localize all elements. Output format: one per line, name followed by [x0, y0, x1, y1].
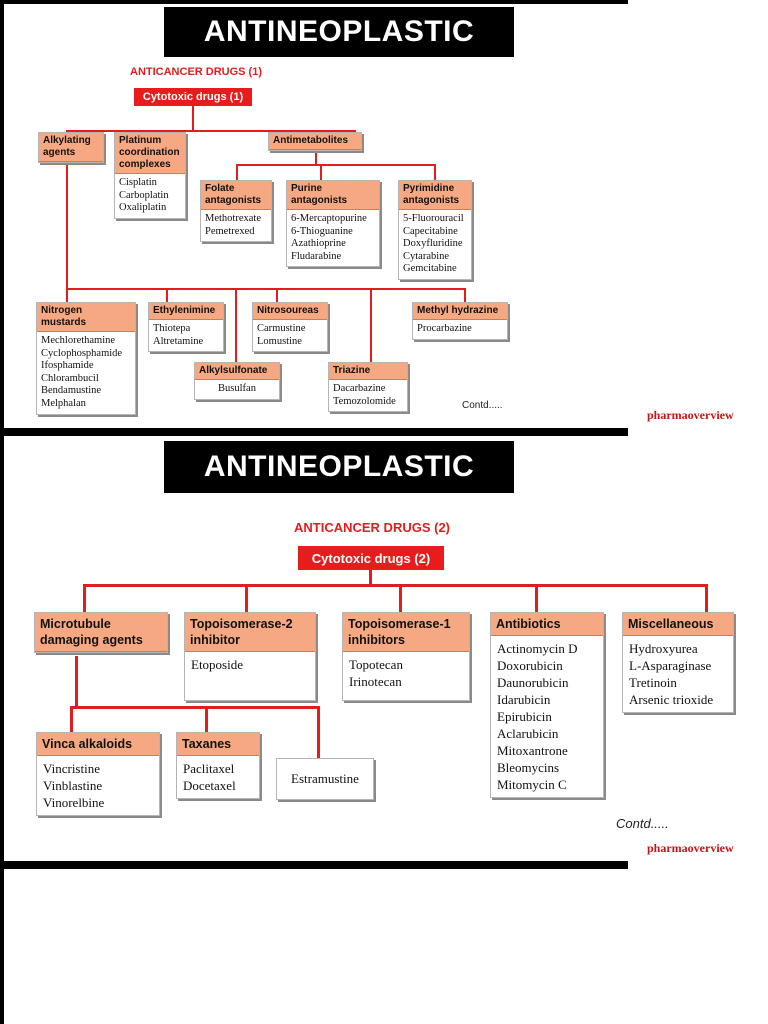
contd-note: Contd..... — [616, 816, 669, 831]
chart-heading: ANTICANCER DRUGS (2) — [294, 520, 450, 535]
node-alkylating-agents: Alkylating agents — [38, 132, 104, 163]
brand-watermark: pharmaoverview — [647, 841, 734, 855]
node-triazine: Triazine Dacarbazine Temozolomide — [328, 362, 408, 413]
node-miscellaneous: Miscellaneous Hydroxyurea L-Asparaginase… — [622, 612, 734, 713]
node-ethylenimine: Ethylenimine Thiotepa Altretamine — [148, 302, 224, 353]
node-purine-antagonists: Purine antagonists 6-Mercaptopurine 6-Th… — [286, 180, 380, 268]
panel2-title: ANTINEOPLASTIC — [164, 441, 514, 493]
root-node: Cytotoxic drugs (2) — [298, 546, 444, 570]
node-folate-antagonists: Folate antagonists Methotrexate Pemetrex… — [200, 180, 272, 243]
brand-watermark: pharmaoverview — [647, 408, 734, 422]
node-taxanes: Taxanes Paclitaxel Docetaxel — [176, 732, 260, 799]
frame-bar — [0, 861, 628, 869]
panel1-title: ANTINEOPLASTIC — [164, 7, 514, 57]
node-estramustine: Estramustine — [276, 758, 374, 800]
node-topoisomerase-2: Topoisomerase-2 inhibitor Etoposide — [184, 612, 316, 701]
contd-note: Contd..... — [462, 400, 503, 411]
panel1-chart: ANTICANCER DRUGS (1) Cytotoxic drugs (1)… — [30, 60, 508, 420]
root-node: Cytotoxic drugs (1) — [134, 88, 252, 106]
chart-heading: ANTICANCER DRUGS (1) — [130, 66, 262, 78]
node-microtubule-agents: Microtubule damaging agents — [34, 612, 168, 653]
node-methyl-hydrazine: Methyl hydrazine Procarbazine — [412, 302, 508, 340]
frame-bar — [0, 0, 628, 4]
node-pyrimidine-antagonists: Pyrimidine antagonists 5-Fluorouracil Ca… — [398, 180, 472, 280]
node-alkylsulfonate: Alkylsulfonate Busulfan — [194, 362, 280, 400]
node-antibiotics: Antibiotics Actinomycin D Doxorubicin Da… — [490, 612, 604, 798]
node-antimetabolites: Antimetabolites — [268, 132, 362, 151]
panel2-chart: ANTICANCER DRUGS (2) Cytotoxic drugs (2)… — [30, 512, 742, 842]
frame-bar — [0, 0, 4, 1024]
frame-bar — [0, 428, 628, 436]
node-vinca-alkaloids: Vinca alkaloids Vincristine Vinblastine … — [36, 732, 160, 816]
node-topoisomerase-1: Topoisomerase-1 inhibitors Topotecan Iri… — [342, 612, 470, 701]
node-nitrosoureas: Nitrosoureas Carmustine Lomustine — [252, 302, 328, 353]
node-platinum-complexes: Platinum coordination complexes Cisplati… — [114, 132, 186, 219]
node-nitrogen-mustards: Nitrogen mustards Mechlorethamine Cyclop… — [36, 302, 136, 415]
